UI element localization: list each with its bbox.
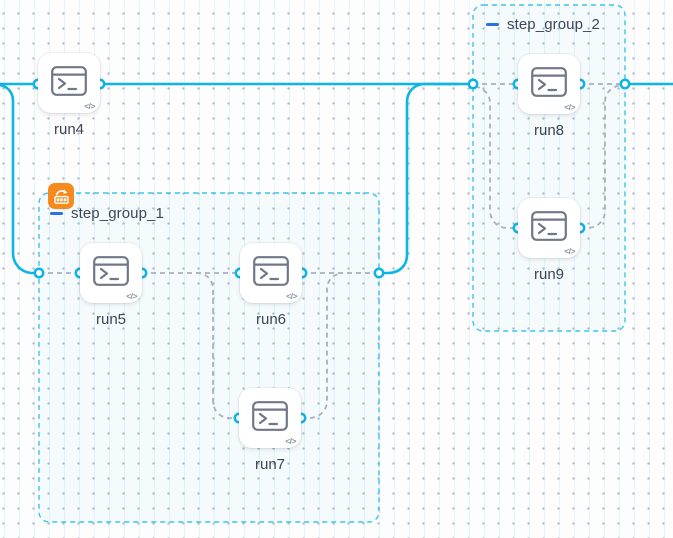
node-run9[interactable]: </> — [518, 198, 580, 258]
node-label-run8: run8 — [533, 122, 565, 139]
group-step-group-2[interactable] — [472, 4, 626, 332]
edge-run9-to-group2-out[interactable] — [580, 84, 622, 229]
node-label-run5: run5 — [95, 311, 127, 328]
port-group1-in[interactable] — [33, 267, 45, 279]
terminal-icon — [93, 255, 129, 291]
node-run5[interactable]: </> — [80, 243, 142, 303]
node-run6[interactable]: </> — [240, 243, 302, 303]
code-icon: </> — [564, 101, 575, 112]
collapse-group-button[interactable] — [50, 211, 63, 216]
edge-run5-to-run7[interactable] — [195, 272, 239, 419]
group-header-step-group-1: step_group_1 — [50, 205, 164, 222]
terminal-icon — [531, 210, 567, 246]
node-label-run6: run6 — [255, 311, 287, 328]
group-label: step_group_1 — [71, 205, 164, 222]
code-icon: </> — [84, 100, 95, 111]
port-group2-in[interactable] — [467, 78, 479, 90]
terminal-icon — [531, 66, 567, 102]
collapse-group-button[interactable] — [486, 22, 499, 27]
port-group2-out[interactable] — [619, 78, 631, 90]
edge-step-group-1-to-step-group-2[interactable] — [377, 82, 460, 275]
group-header-step-group-2: step_group_2 — [486, 16, 600, 33]
code-icon: </> — [126, 290, 137, 301]
node-label-run7: run7 — [254, 456, 286, 473]
node-label-run4: run4 — [53, 121, 85, 138]
terminal-icon — [51, 65, 87, 101]
loop-items-icon — [48, 183, 74, 209]
terminal-icon — [252, 400, 288, 436]
edge-group2-in-to-run9[interactable] — [474, 85, 518, 229]
node-run8[interactable]: </> — [518, 54, 580, 114]
port-group1-out[interactable] — [373, 267, 385, 279]
edge-run7-to-group1-out[interactable] — [301, 272, 344, 419]
terminal-icon — [253, 255, 289, 291]
code-icon: </> — [286, 290, 297, 301]
code-icon: </> — [285, 435, 296, 446]
edge-start-to-step-group-1[interactable] — [0, 83, 41, 275]
code-icon: </> — [564, 245, 575, 256]
node-label-run9: run9 — [533, 266, 565, 283]
group-label: step_group_2 — [507, 16, 600, 33]
node-run4[interactable]: </> — [38, 53, 100, 113]
node-run7[interactable]: </> — [239, 388, 301, 448]
